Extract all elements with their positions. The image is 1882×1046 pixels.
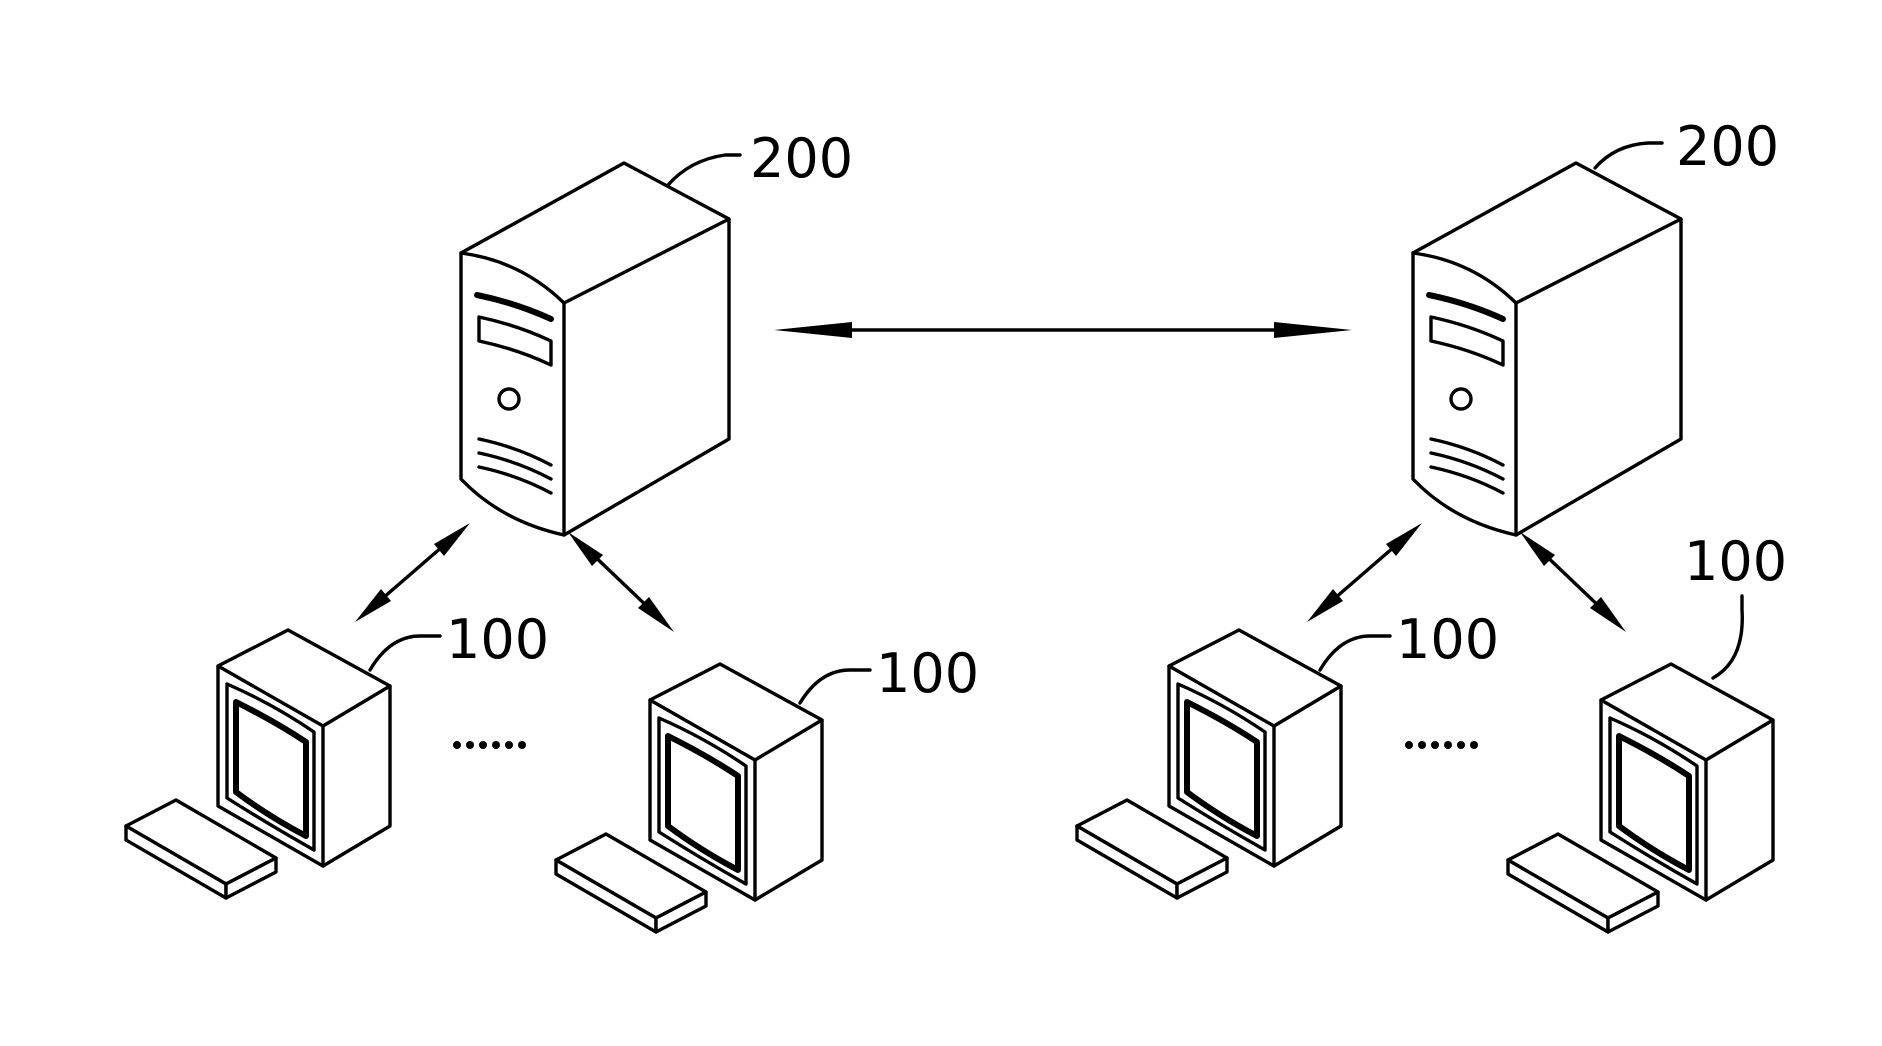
client-left-b-leader <box>800 670 870 703</box>
server-left-label: 200 <box>750 127 853 190</box>
ellipsis-left <box>453 741 526 749</box>
client-left-b <box>556 664 822 932</box>
client-left-a <box>126 630 390 898</box>
arrow-server-left-to-client-left-b <box>568 532 674 632</box>
client-right-b <box>1508 664 1773 932</box>
arrow-server-right-to-client-right-b <box>1520 532 1626 632</box>
server-right-leader <box>1595 143 1662 168</box>
server-left <box>461 163 729 535</box>
ellipsis-right <box>1405 741 1478 749</box>
client-left-a-leader <box>370 636 440 670</box>
server-left-leader <box>668 155 740 185</box>
client-right-a <box>1077 630 1341 898</box>
client-right-a-label: 100 <box>1396 608 1499 671</box>
client-right-a-leader <box>1320 636 1390 670</box>
client-left-a-label: 100 <box>446 608 549 671</box>
client-right-b-leader <box>1713 596 1742 678</box>
client-right-b-label: 100 <box>1684 530 1787 593</box>
server-right <box>1413 163 1681 535</box>
server-right-label: 200 <box>1676 115 1779 178</box>
arrow-server-to-server <box>774 322 1352 338</box>
client-left-b-label: 100 <box>876 642 979 705</box>
